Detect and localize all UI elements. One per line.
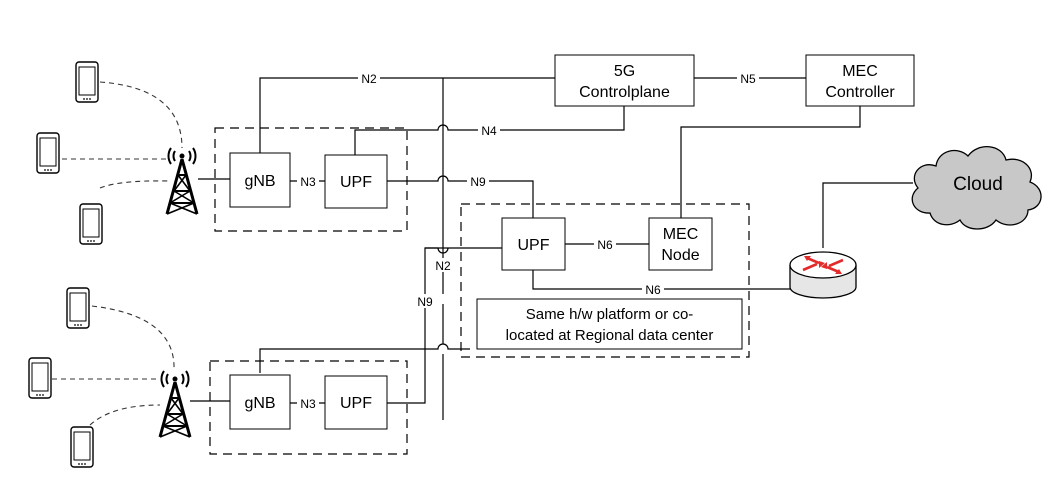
n5-label: N5: [740, 72, 756, 86]
n4-link: [354, 106, 625, 155]
mec-node-label-line1: MEC: [663, 226, 699, 243]
cell-tower-icon: [165, 146, 199, 216]
n9-top-label: N9: [470, 175, 486, 189]
regional-note: Same h/w platform or co- located at Regi…: [476, 298, 743, 350]
gnb-bottom-node: gNB: [229, 374, 291, 430]
upf-bottom-label: UPF: [340, 395, 372, 412]
controlplane-label-line1: 5G: [614, 63, 635, 80]
upf-top-node: UPF: [324, 154, 388, 209]
n2-top-link: [259, 77, 555, 153]
n9-bottom-link: [387, 247, 502, 404]
smartphone-icon: [70, 426, 94, 468]
upf-regional-label: UPF: [518, 237, 550, 254]
regional-note-line2: located at Regional data center: [506, 327, 714, 344]
smartphone-icon: [36, 132, 60, 174]
controlplane-label-line2: Controlplane: [579, 84, 670, 101]
mec-node-label-line2: Node: [661, 247, 699, 264]
top-ran-group: [214, 127, 408, 232]
n6-router-label: N6: [645, 283, 661, 297]
n2-top-label: N2: [361, 72, 377, 86]
mec-control-link: [680, 106, 861, 218]
n9-bottom-label: N9: [417, 295, 433, 309]
link-labels: N2 N5 N4 N3 N9 N6 N6 N2 N9 N3: [297, 71, 759, 411]
cloud-icon: Cloud: [911, 146, 1042, 230]
gnb-bottom-label: gNB: [244, 395, 275, 412]
cell-tower-icon: [158, 369, 192, 439]
upf-regional-node: UPF: [501, 217, 566, 271]
mec-node: MEC Node: [648, 217, 713, 271]
n6-router-link: [532, 270, 790, 290]
smartphone-icon: [75, 61, 99, 103]
regional-dc-group: [460, 203, 750, 358]
n2-bottom-label: N2: [435, 259, 451, 273]
n3-bottom-label: N3: [300, 397, 316, 411]
router-icon: [789, 251, 857, 299]
bottom-ran-group: [209, 360, 408, 455]
controlplane-node: 5G Controlplane: [554, 54, 695, 107]
n2-bottom-link: [259, 343, 470, 373]
n3-top-label: N3: [300, 175, 316, 189]
gnb-top-node: gNB: [229, 152, 291, 208]
router-cloud-link: [822, 182, 913, 248]
mec-controller-label-line2: Controller: [825, 84, 895, 101]
mec-controller-node: MEC Controller: [805, 54, 915, 107]
smartphone-icon: [79, 203, 103, 245]
n9-top-link: [387, 175, 534, 218]
n4-label: N4: [481, 124, 497, 138]
upf-top-label: UPF: [340, 174, 372, 191]
smartphone-icon: [66, 287, 90, 329]
mec-controller-label-line1: MEC: [842, 63, 878, 80]
cloud-label: Cloud: [953, 174, 1003, 195]
regional-note-line1: Same h/w platform or co-: [526, 306, 694, 323]
n6-mec-label: N6: [597, 238, 613, 252]
smartphone-icon: [28, 357, 52, 399]
phone-links: [52, 81, 183, 426]
upf-bottom-node: UPF: [324, 375, 388, 430]
gnb-top-label: gNB: [244, 173, 275, 190]
